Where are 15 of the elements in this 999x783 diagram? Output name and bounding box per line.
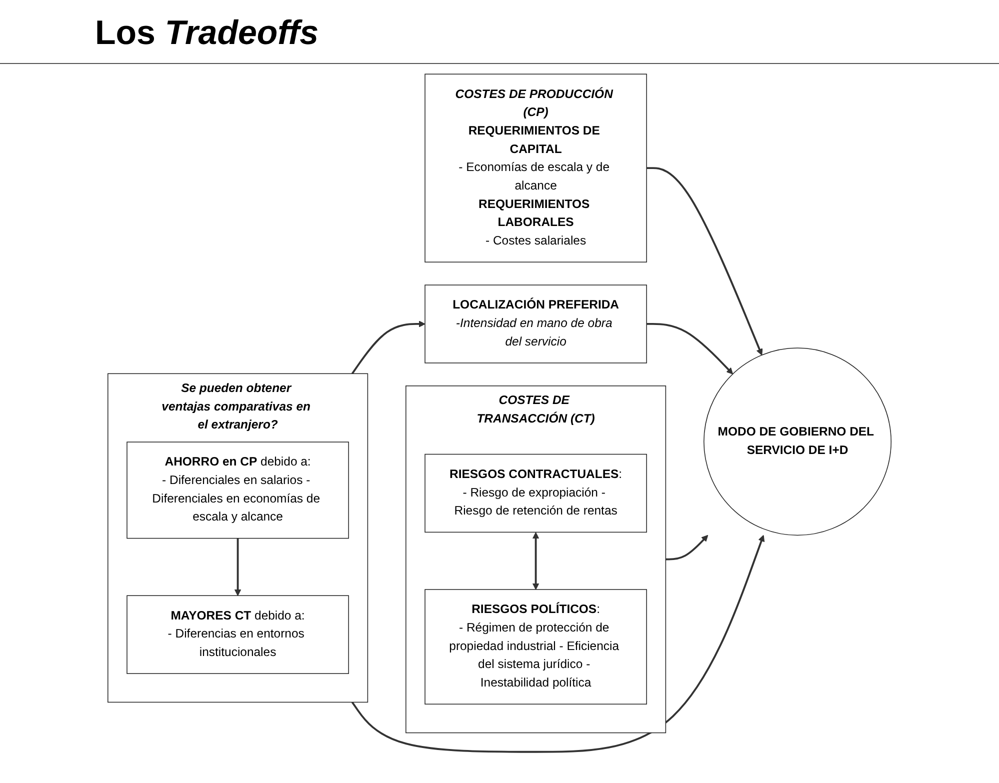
node-box: LOCALIZACIÓN PREFERIDA -Intensidad en mano de obra del servicio bbox=[424, 284, 647, 364]
arrow bbox=[532, 532, 540, 590]
arrow bbox=[234, 538, 242, 596]
slide-title: Los Tradeoffs bbox=[95, 14, 320, 53]
arrow bbox=[351, 534, 765, 753]
node-box: AHORRO en CP debido a: - Diferenciales en salarios - Diferenciales en economías de escala y alcance bbox=[126, 442, 349, 539]
arrow bbox=[646, 323, 734, 374]
arrow bbox=[351, 320, 426, 374]
node-box: RIESGOS POLÍTICOS: - Régimen de protección de propiedad industrial - Eficiencia del sistema jurídico - Inestabilidad política bbox=[424, 589, 647, 705]
arrow bbox=[646, 167, 763, 356]
node-box: RIESGOS CONTRACTUALES: - Riesgo de expropiación - Riesgo de retención de rentas bbox=[424, 454, 647, 533]
arrow bbox=[666, 534, 708, 560]
node-box: MAYORES CT debido a: - Diferencias en entornos institucionales bbox=[126, 595, 349, 674]
node-box: COSTES DE PRODUCCIÓN (CP) REQUERIMIENTOS DE CAPITAL - Economías de escala y de alcance REQUERIMIENTOS LABORALES - Costes salariales bbox=[424, 74, 647, 262]
node-circle: MODO DE GOBIERNO DEL SERVICIO DE I+D bbox=[704, 348, 892, 536]
